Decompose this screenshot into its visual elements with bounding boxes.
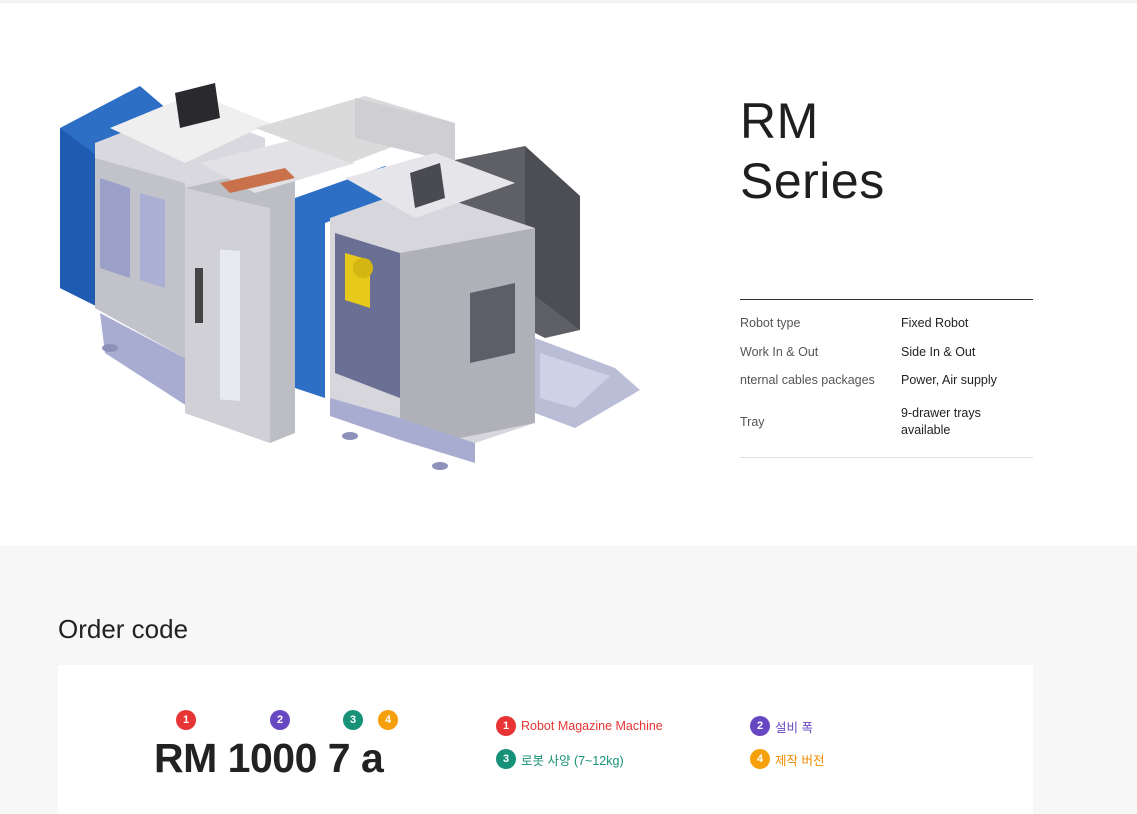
spec-value: Fixed Robot — [901, 316, 969, 330]
series-title-line2: Series — [740, 153, 885, 209]
order-code-section: Order code 1 2 3 4 RM 1000 7 a 1 Robot M… — [0, 546, 1137, 814]
product-hero: RM Series Robot type Fixed Robot Work In… — [0, 3, 1137, 546]
order-code-title: Order code — [58, 614, 189, 644]
code-badge-4: 4 — [378, 710, 398, 730]
code-part-robot: 7 — [327, 735, 351, 781]
spec-row-robot-type: Robot type Fixed Robot — [740, 315, 1033, 344]
legend-item-2: 2 설비 폭 — [750, 716, 813, 736]
legend-badge: 1 — [496, 716, 516, 736]
order-code-card: 1 2 3 4 RM 1000 7 a 1 Robot Magazine Mac… — [58, 665, 1033, 814]
spec-label: Tray — [740, 414, 765, 429]
top-divider-strip — [0, 0, 1137, 3]
code-badge-2: 2 — [270, 710, 290, 730]
spec-row-work-in-out: Work In & Out Side In & Out — [740, 344, 1033, 373]
legend-badge: 4 — [750, 749, 770, 769]
spec-row-cables: nternal cables packages Power, Air suppl… — [740, 372, 1033, 401]
code-part-width: 1000 — [227, 735, 318, 781]
spec-label: Robot type — [740, 316, 801, 330]
legend-text: 설비 폭 — [775, 720, 813, 735]
spec-label: nternal cables packages — [740, 373, 875, 387]
legend-item-1: 1 Robot Magazine Machine — [496, 716, 663, 736]
spec-row-tray: Tray 9-drawer trays available — [740, 401, 1033, 444]
legend-text: Robot Magazine Machine — [521, 719, 663, 733]
spec-label: Work In & Out — [740, 344, 819, 359]
code-badge-1: 1 — [176, 710, 196, 730]
order-code: RM 1000 7 a — [154, 735, 384, 781]
code-part-series: RM — [154, 735, 217, 781]
spec-value: Side In & Out — [901, 344, 976, 359]
legend-text: 로봇 사양 (7~12kg) — [521, 753, 624, 768]
series-title: RM Series — [740, 91, 885, 211]
legend-badge: 2 — [750, 716, 770, 736]
machine-illustration — [60, 83, 640, 470]
legend-text: 제작 버전 — [775, 753, 825, 768]
spec-value: 9-drawer trays available — [901, 406, 981, 437]
legend-badge: 3 — [496, 749, 516, 769]
legend-item-3: 3 로봇 사양 (7~12kg) — [496, 749, 624, 769]
code-badge-3: 3 — [343, 710, 363, 730]
legend-item-4: 4 제작 버전 — [750, 749, 824, 769]
code-part-version: a — [361, 735, 384, 781]
spec-table: Robot type Fixed Robot Work In & Out Sid… — [740, 299, 1033, 458]
series-title-line1: RM — [740, 93, 819, 149]
spec-value: Power, Air supply — [901, 373, 997, 387]
